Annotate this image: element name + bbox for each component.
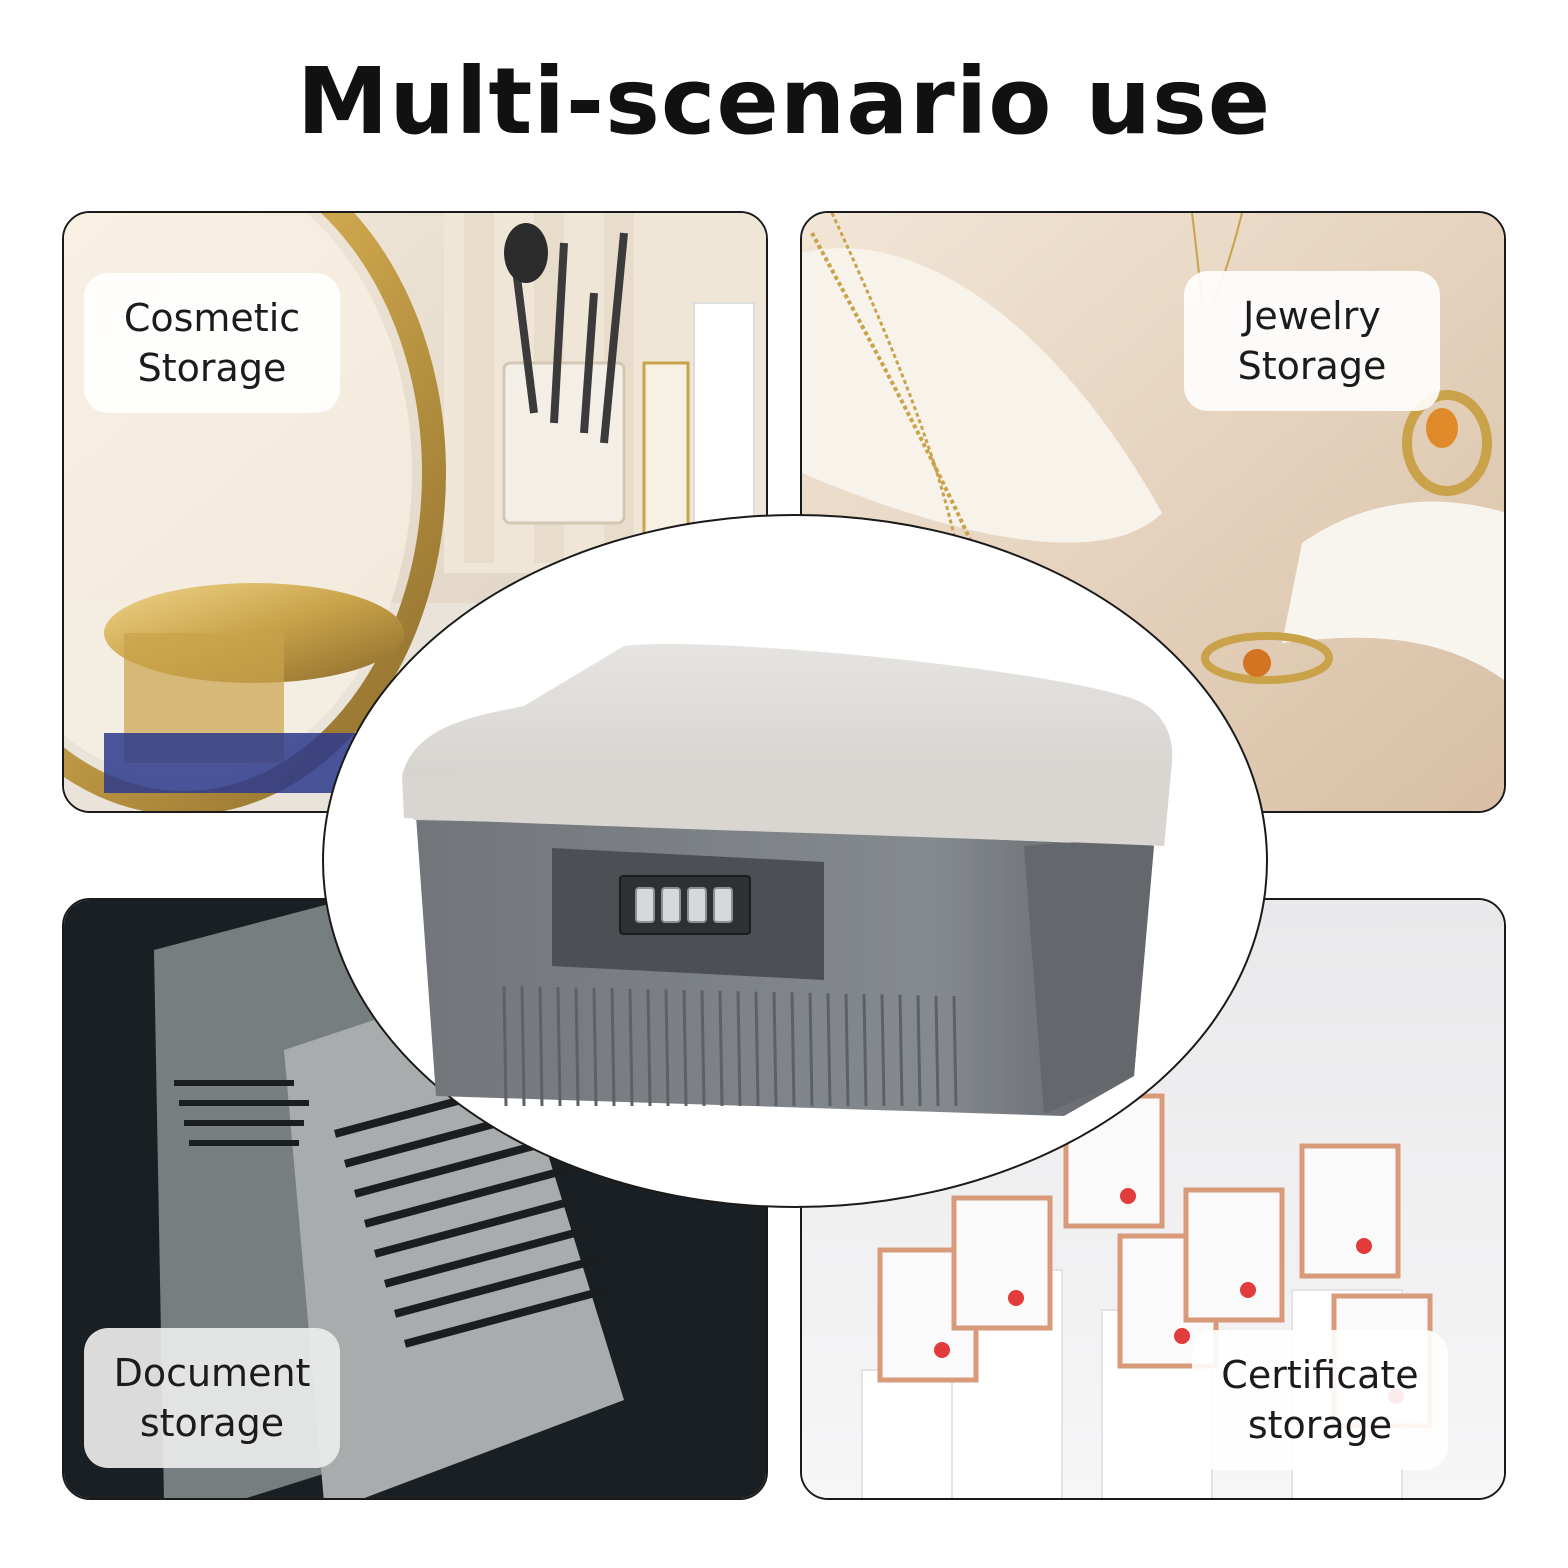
- document-label-line2: storage: [139, 1401, 285, 1445]
- combination-dial: [713, 887, 733, 923]
- cosmetic-label-line2: Storage: [137, 346, 287, 390]
- jewelry-label-line1: Jewelry: [1243, 294, 1381, 338]
- combination-dial: [635, 887, 655, 923]
- lock-box-image: [402, 644, 1173, 1116]
- page-title: Multi-scenario use: [296, 48, 1272, 155]
- combination-dial: [687, 887, 707, 923]
- combination-dial: [661, 887, 681, 923]
- cosmetic-storage-label: Cosmetic Storage: [84, 273, 340, 413]
- certificate-storage-label: Certificate storage: [1192, 1330, 1448, 1470]
- document-label-line1: Document: [113, 1351, 311, 1395]
- certificate-label-line2: storage: [1247, 1403, 1393, 1447]
- jewelry-label-line2: Storage: [1237, 344, 1387, 388]
- cosmetic-label-line1: Cosmetic: [123, 296, 301, 340]
- jewelry-storage-panel: Jewelry Storage: [800, 211, 1506, 813]
- certificate-label-line1: Certificate: [1221, 1353, 1419, 1397]
- jewelry-storage-label: Jewelry Storage: [1184, 271, 1440, 411]
- document-storage-label: Document storage: [84, 1328, 340, 1468]
- product-oval: [322, 514, 1268, 1208]
- cosmetic-storage-panel: Cosmetic Storage: [62, 211, 768, 813]
